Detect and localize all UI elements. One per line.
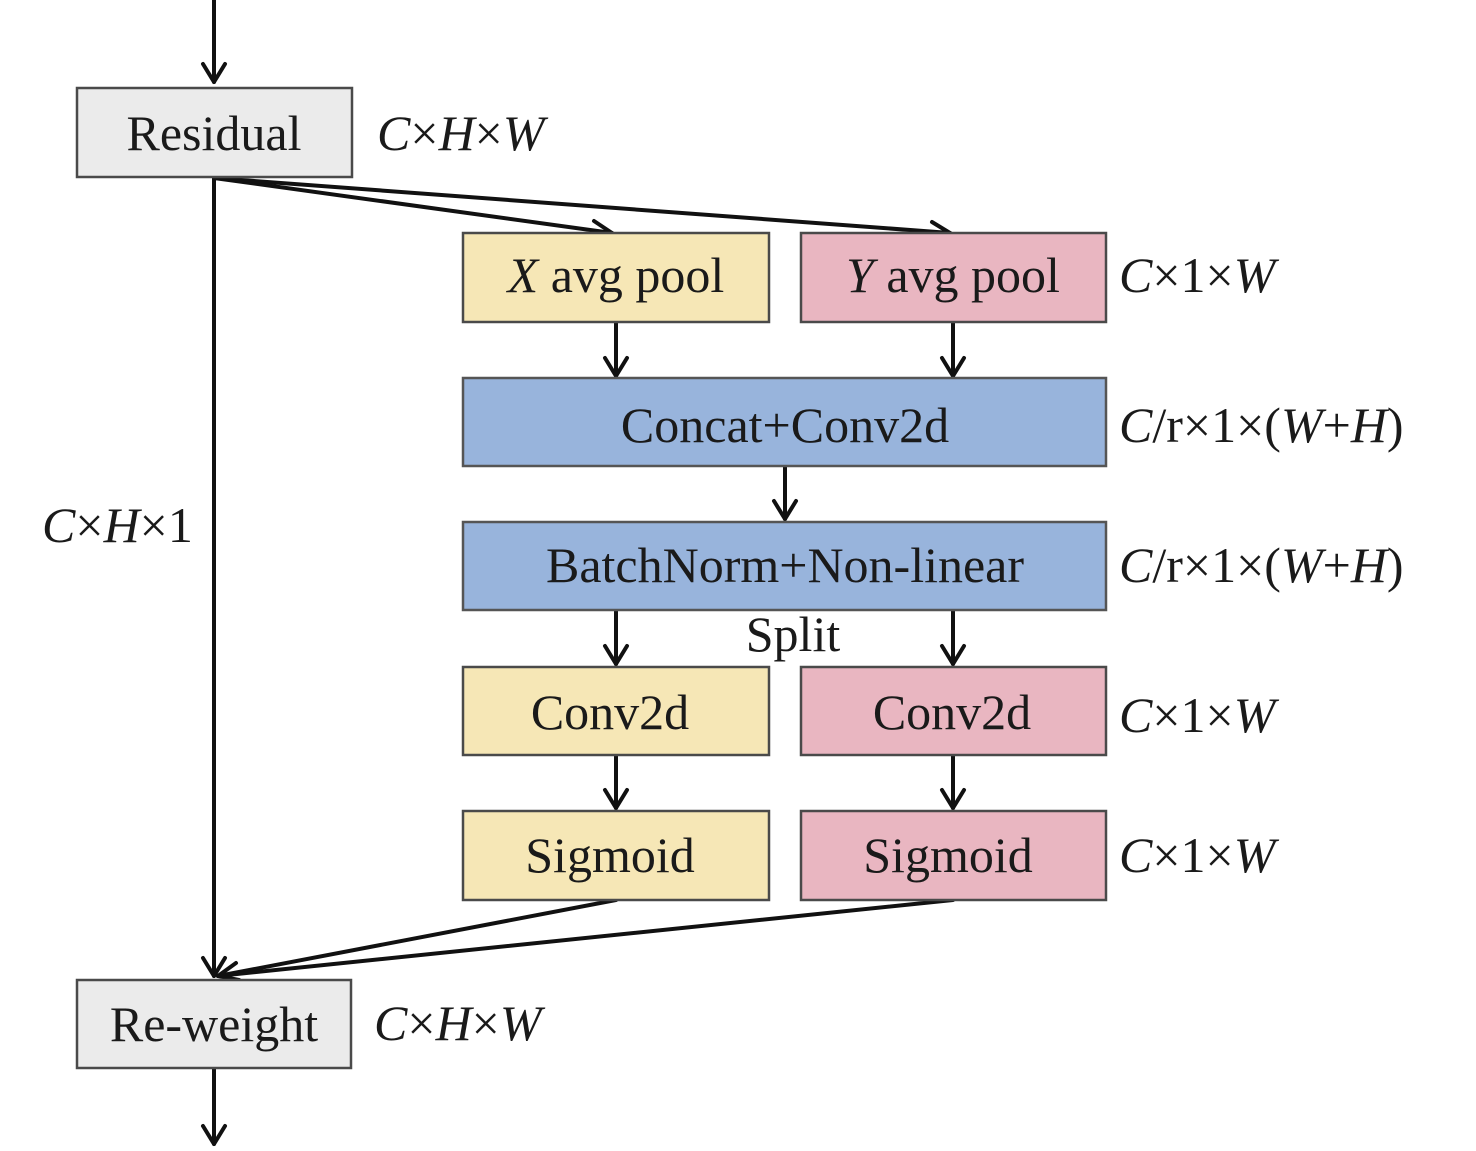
dim-part: × bbox=[410, 105, 438, 161]
conv-left-box bbox=[461, 665, 771, 757]
dim-part: H bbox=[438, 105, 478, 161]
sigmoid-left-node: Sigmoid bbox=[461, 809, 771, 902]
sigmoid-left-box bbox=[461, 809, 771, 902]
dim-part: ×1× bbox=[1152, 247, 1233, 303]
x-avg-pool-prefix: X bbox=[506, 247, 541, 303]
conv-left-node: Conv2d bbox=[461, 665, 771, 757]
concat-conv-box bbox=[461, 376, 1108, 468]
x-avg-pool-box bbox=[461, 231, 771, 324]
dim-part: C bbox=[377, 105, 411, 161]
concat-dim: C/r×1×(W+H) bbox=[1119, 397, 1404, 453]
x-avg-pool-text: avg pool bbox=[538, 247, 724, 303]
dim-part: H bbox=[1350, 397, 1390, 453]
dim-part: ×1× bbox=[1152, 827, 1233, 883]
skip-arrowhead bbox=[201, 956, 227, 978]
xpool-concat-arrowhead bbox=[603, 356, 629, 378]
ypool-concat-arrowhead bbox=[940, 356, 966, 378]
skip-dim: C×H×1 bbox=[42, 497, 193, 553]
sigmoid-left-to-reweight bbox=[216, 898, 618, 978]
dim-part: C bbox=[1119, 827, 1153, 883]
x-avg-pool-label: X avg pool bbox=[506, 247, 725, 303]
split-label: Split bbox=[746, 606, 841, 662]
conv-dim: C×1×W bbox=[1119, 687, 1280, 743]
concat-batchnorm-arrowhead bbox=[772, 499, 798, 521]
dim-part: W bbox=[500, 995, 546, 1051]
residual-to-ypool bbox=[212, 176, 952, 235]
dim-part: W bbox=[1234, 247, 1280, 303]
connectors bbox=[201, 0, 966, 1146]
sigmoid-right-box bbox=[799, 809, 1108, 902]
conv-right-label: Conv2d bbox=[873, 684, 1031, 740]
dim-part: C bbox=[1119, 247, 1153, 303]
conv-right-box bbox=[799, 665, 1108, 757]
reweight-dim: C×H×W bbox=[374, 995, 546, 1051]
dim-part: /r×1×( bbox=[1152, 397, 1281, 453]
dim-part: W bbox=[1281, 397, 1327, 453]
sigmoid-right-node: Sigmoid bbox=[799, 809, 1108, 902]
dim-part: C bbox=[42, 497, 76, 553]
sigmoid-dim: C×1×W bbox=[1119, 827, 1280, 883]
dim-part: + bbox=[1323, 397, 1351, 453]
dim-part: × bbox=[475, 105, 503, 161]
conv-left-sigmoid-arrowhead bbox=[603, 788, 629, 810]
dim-part: W bbox=[1234, 687, 1280, 743]
dim-part: × bbox=[75, 497, 103, 553]
dim-part: C bbox=[1119, 687, 1153, 743]
y-avg-pool-node: Y avg pool bbox=[799, 231, 1108, 324]
pool-dim: C×1×W bbox=[1119, 247, 1280, 303]
reweight-label: Re-weight bbox=[110, 996, 318, 1052]
split-left-arrowhead bbox=[603, 644, 629, 666]
sigmoid-right-to-reweight bbox=[216, 898, 955, 978]
y-avg-pool-text: avg pool bbox=[874, 247, 1060, 303]
dim-part: W bbox=[1234, 827, 1280, 883]
dim-part: /r×1×( bbox=[1152, 537, 1281, 593]
sigmoid-right-label: Sigmoid bbox=[863, 827, 1032, 883]
reweight-box bbox=[75, 978, 353, 1070]
residual-box bbox=[75, 86, 354, 179]
y-avg-pool-box bbox=[799, 231, 1108, 324]
dim-part: ×1 bbox=[140, 497, 193, 553]
batchnorm-box bbox=[461, 520, 1108, 612]
y-avg-pool-prefix: Y bbox=[846, 247, 879, 303]
concat-conv-node: Concat+Conv2d bbox=[461, 376, 1108, 468]
dim-part: ×1× bbox=[1152, 687, 1233, 743]
batchnorm-node: BatchNorm+Non-linear bbox=[461, 520, 1108, 612]
output-arrowhead bbox=[201, 1124, 227, 1146]
sigmoid-left-label: Sigmoid bbox=[525, 827, 694, 883]
batchnorm-dim: C/r×1×(W+H) bbox=[1119, 537, 1404, 593]
conv-right-node: Conv2d bbox=[799, 665, 1108, 757]
dim-part: C bbox=[374, 995, 408, 1051]
residual-label: Residual bbox=[127, 105, 302, 161]
dim-part: + bbox=[1323, 537, 1351, 593]
residual-node: Residual bbox=[75, 86, 354, 179]
dim-part: W bbox=[503, 105, 549, 161]
residual-dim: C×H×W bbox=[377, 105, 549, 161]
conv-right-sigmoid-arrowhead bbox=[940, 788, 966, 810]
y-avg-pool-label: Y avg pool bbox=[846, 247, 1060, 303]
dim-part: H bbox=[435, 995, 475, 1051]
input-arrowhead bbox=[201, 62, 227, 84]
dim-part: ) bbox=[1387, 397, 1404, 453]
dim-part: × bbox=[407, 995, 435, 1051]
dim-part: W bbox=[1281, 537, 1327, 593]
dim-part: ) bbox=[1387, 537, 1404, 593]
batchnorm-label: BatchNorm+Non-linear bbox=[546, 537, 1024, 593]
x-avg-pool-node: X avg pool bbox=[461, 231, 771, 324]
dim-part: × bbox=[472, 995, 500, 1051]
reweight-merge-arrowhead bbox=[216, 961, 241, 982]
split-right-arrowhead bbox=[940, 644, 966, 666]
concat-conv-label: Concat+Conv2d bbox=[621, 397, 949, 453]
residual-to-xpool bbox=[212, 176, 614, 235]
reweight-node: Re-weight bbox=[75, 978, 353, 1070]
dim-part: H bbox=[103, 497, 143, 553]
dim-part: C bbox=[1119, 537, 1153, 593]
dim-part: H bbox=[1350, 537, 1390, 593]
conv-left-label: Conv2d bbox=[531, 684, 689, 740]
dim-part: C bbox=[1119, 397, 1153, 453]
